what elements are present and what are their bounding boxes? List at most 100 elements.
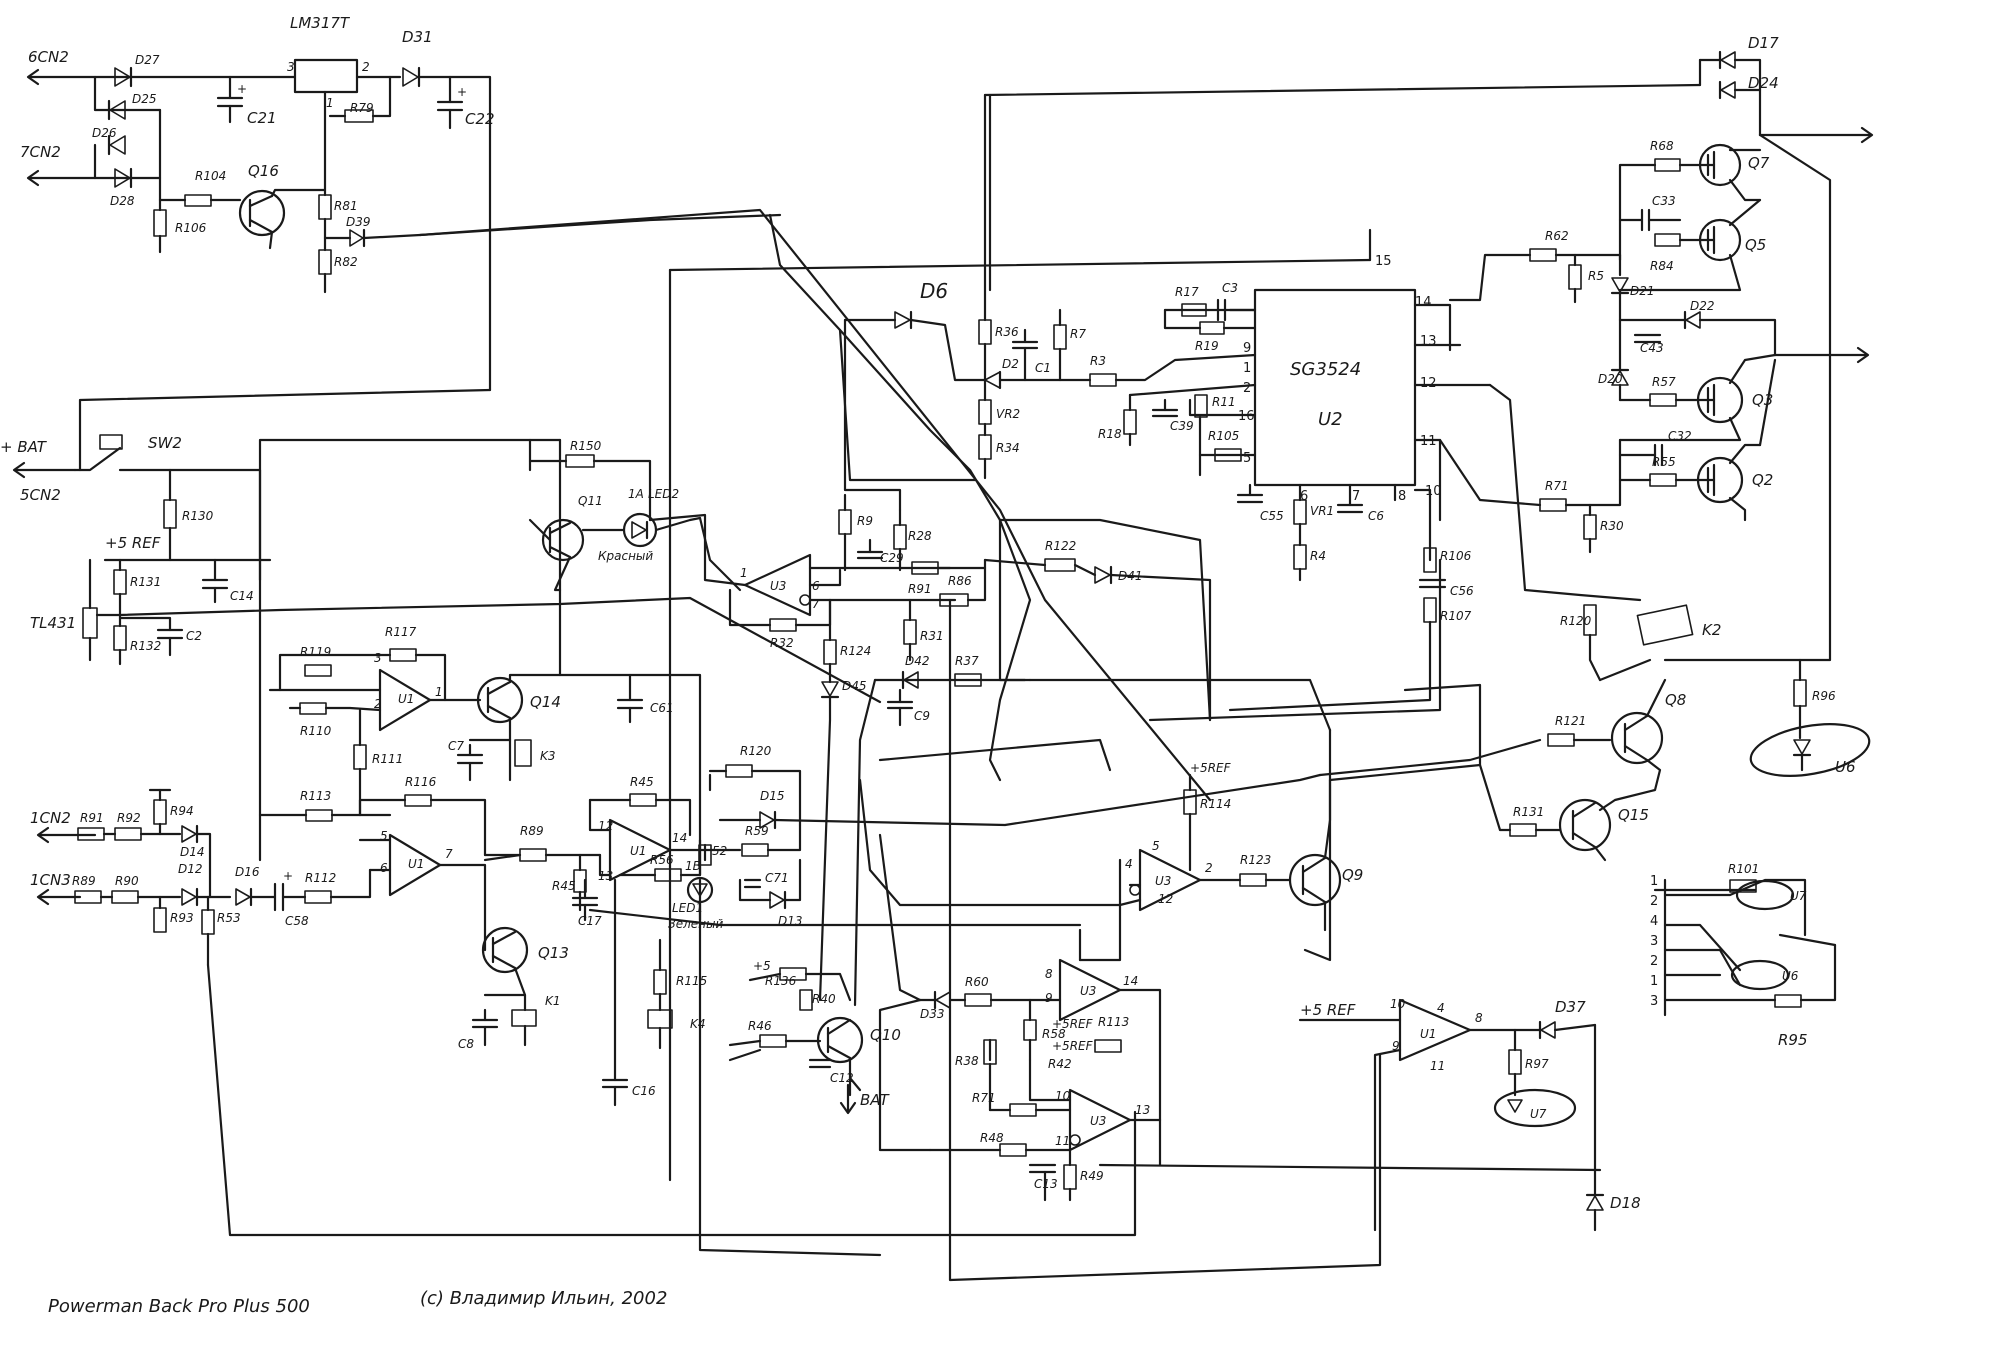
svg-text:Q16: Q16 (248, 162, 279, 180)
svg-text:8: 8 (1475, 1011, 1483, 1025)
svg-text:C16: C16 (632, 1084, 656, 1098)
ref-label-1: +5 REF (105, 534, 161, 552)
svg-text:5: 5 (1152, 839, 1160, 853)
svg-text:R119: R119 (300, 645, 331, 659)
ic-u7b: U7 (1790, 889, 1807, 903)
svg-text:8: 8 (1398, 489, 1406, 504)
svg-text:5: 5 (1243, 451, 1251, 466)
svg-text:D33: D33 (920, 1007, 945, 1021)
svg-text:1: 1 (1650, 974, 1658, 989)
svg-text:C29: C29 (880, 551, 904, 565)
svg-text:R55: R55 (1652, 455, 1676, 469)
connector-1cn3: 1CN3 (30, 871, 71, 889)
svg-text:R92: R92 (117, 811, 141, 825)
led-1a: 1A (628, 487, 644, 501)
svg-text:11: 11 (1420, 434, 1437, 449)
svg-text:R101: R101 (1728, 862, 1759, 876)
svg-text:Q7: Q7 (1748, 154, 1770, 172)
svg-text:R56: R56 (650, 853, 674, 867)
svg-text:R53: R53 (217, 911, 241, 925)
svg-text:C22: C22 (465, 110, 495, 128)
svg-text:D45: D45 (842, 679, 867, 693)
svg-text:13: 13 (1135, 1103, 1150, 1117)
connector-1cn2: 1CN2 (30, 809, 71, 827)
svg-text:12: 12 (1158, 892, 1173, 906)
svg-text:R71: R71 (1545, 479, 1569, 493)
svg-text:R104: R104 (195, 169, 226, 183)
svg-text:9: 9 (1243, 341, 1251, 356)
svg-text:R40: R40 (812, 992, 836, 1006)
led-green-label: Зеленый (668, 917, 723, 931)
svg-text:R121: R121 (1555, 714, 1586, 728)
svg-text:8: 8 (1045, 967, 1053, 981)
svg-text:R18: R18 (1098, 427, 1122, 441)
svg-text:1: 1 (435, 685, 443, 699)
svg-text:R57: R57 (1652, 375, 1676, 389)
svg-text:2: 2 (1650, 894, 1658, 909)
svg-text:R123: R123 (1240, 853, 1271, 867)
svg-text:R59: R59 (745, 824, 769, 838)
svg-text:11: 11 (1055, 1134, 1070, 1148)
ic-u6: U6 (1835, 758, 1856, 776)
svg-text:13: 13 (1420, 334, 1437, 349)
svg-text:+5REF: +5REF (1052, 1039, 1094, 1053)
svg-text:R17: R17 (1175, 285, 1199, 299)
svg-text:C39: C39 (1170, 419, 1194, 433)
svg-text:R115: R115 (676, 974, 707, 988)
svg-text:R116: R116 (405, 775, 437, 789)
svg-text:2: 2 (374, 697, 382, 711)
ref-label-3: +5REF (1052, 1017, 1094, 1031)
svg-text:K1: K1 (545, 994, 561, 1008)
charger-section: 6CN2 7CN2 D27 D25 D26 D28 + C21 3 2 1 LM… (20, 14, 782, 392)
ic-u6b: U6 (1782, 969, 1799, 983)
svg-text:R113: R113 (300, 789, 331, 803)
svg-text:C6: C6 (1368, 509, 1384, 523)
svg-text:R28: R28 (908, 529, 932, 543)
svg-text:C33: C33 (1652, 194, 1676, 208)
svg-text:D14: D14 (180, 845, 205, 859)
svg-text:VR2: VR2 (996, 407, 1020, 421)
led-1b: 1B (685, 859, 701, 873)
svg-text:R3: R3 (1090, 354, 1106, 368)
svg-text:7: 7 (1352, 489, 1360, 504)
svg-text:R106: R106 (175, 221, 207, 235)
svg-text:R34: R34 (996, 441, 1020, 455)
svg-text:R86: R86 (948, 574, 972, 588)
opamp-u3-a: U3 (770, 579, 786, 593)
svg-text:D26: D26 (92, 126, 117, 140)
svg-text:R89: R89 (520, 824, 544, 838)
svg-text:7: 7 (445, 847, 453, 861)
led-indicator-section: R150 Q11 1A LED2 Красный (258, 438, 742, 592)
svg-text:2: 2 (362, 60, 370, 74)
svg-text:R49: R49 (1080, 1169, 1104, 1183)
svg-text:D6: D6 (920, 279, 948, 303)
svg-text:+5: +5 (753, 959, 771, 973)
svg-text:4: 4 (1125, 857, 1133, 871)
svg-text:C8: C8 (458, 1037, 474, 1051)
svg-text:R31: R31 (920, 629, 944, 643)
svg-text:R30: R30 (1600, 519, 1624, 533)
svg-text:4: 4 (1437, 1001, 1445, 1015)
svg-text:R93: R93 (170, 911, 194, 925)
svg-text:C9: C9 (914, 709, 930, 723)
ic-u2: U2 (1318, 409, 1343, 430)
svg-text:R94: R94 (170, 804, 194, 818)
svg-text:R91: R91 (80, 811, 104, 825)
svg-text:15: 15 (1375, 254, 1392, 269)
svg-text:R36: R36 (995, 325, 1019, 339)
svg-text:R11: R11 (1212, 395, 1236, 409)
status-led-section: R89 R45 R45 12 13 14 U1 R56 C17 R1 (458, 744, 1322, 1107)
switch-sw2: SW2 (148, 434, 182, 452)
svg-text:R58: R58 (1042, 1027, 1066, 1041)
svg-text:Q9: Q9 (1342, 866, 1363, 884)
svg-text:R107: R107 (1440, 609, 1472, 623)
svg-text:D20: D20 (1598, 372, 1623, 386)
svg-text:R131: R131 (130, 575, 161, 589)
svg-text:5: 5 (380, 829, 388, 843)
svg-text:D31: D31 (402, 28, 433, 46)
svg-text:C61: C61 (650, 701, 674, 715)
opamp-u3-d: U3 (1090, 1114, 1106, 1128)
svg-text:R48: R48 (980, 1131, 1004, 1145)
opamp-u3-b: U3 (1155, 874, 1171, 888)
